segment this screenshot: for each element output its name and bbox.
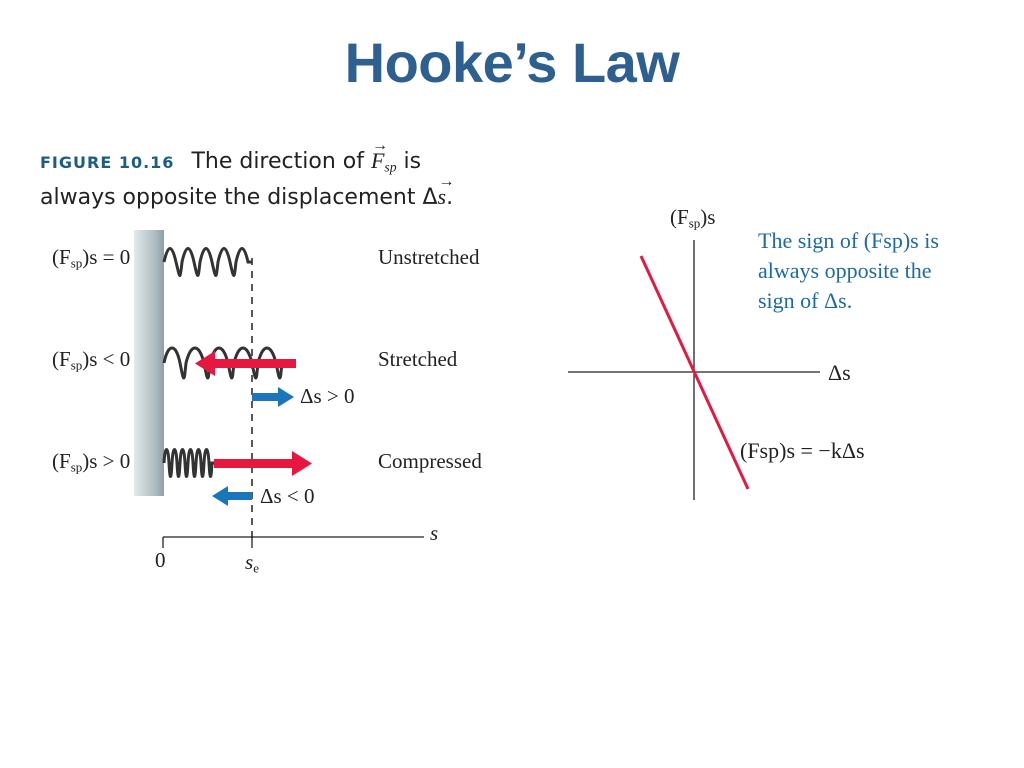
state-unstretched: Unstretched [378,245,480,269]
cond-sub: sp [70,357,83,373]
caption-text-end: . [446,185,454,211]
condition-stretched: (Fsp)s < 0 [52,347,130,373]
caption-line-1: FIGURE 10.16 The direction of Fsp is [40,131,453,182]
figure-number: FIGURE 10.16 [40,153,175,172]
displacement-negative-label: Δs < 0 [260,484,315,508]
note-line-3: sign of Δs. [758,288,853,313]
caption-force-sub: sp [384,159,397,175]
displacement-arrow-right [252,387,294,407]
note-line-2: always opposite the [758,258,932,283]
caption-text-a: The direction of [191,149,364,174]
s-axis-label: s [430,521,439,545]
cond-rhs: )s < 0 [82,347,131,371]
graph-x-label: Δs [828,360,851,385]
force-arrow-right [214,451,312,476]
y-sub: sp [688,215,701,231]
cond-lhs: (F [52,347,71,371]
graph-force-line [639,255,750,490]
caption-displacement-symbol: s [438,167,454,212]
displacement-arrow-left [212,486,252,506]
graph-note: The sign of (Fsp)s is always opposite th… [758,226,939,316]
spring-unstretched [162,247,252,277]
condition-unstretched: (Fsp)s = 0 [52,245,130,271]
cond-lhs: (F [52,449,71,473]
caption-force-symbol: Fsp [371,131,397,176]
cond-sub: sp [70,255,83,271]
force-arrow-left [195,351,296,376]
wall [134,230,164,496]
displacement-positive-label: Δs > 0 [300,384,355,408]
graph-line-label: (Fsp)s = −kΔs [740,438,865,463]
note-line-1: The sign of (Fsp)s is [758,228,939,253]
eq-sub: e [253,560,259,576]
y-b: )s [700,205,716,229]
cond-lhs: (F [52,245,71,269]
s-axis-equilibrium: se [245,550,259,576]
cond-rhs: )s = 0 [82,245,131,269]
slide-title: Hooke’s Law [344,31,680,94]
eq-s: s [245,550,254,574]
spring-compressed [162,448,214,478]
y-a: (F [670,205,689,229]
cond-sub: sp [70,459,83,475]
caption-text-c: always opposite the displacement Δ [40,185,438,211]
state-compressed: Compressed [378,449,482,473]
s-axis-origin: 0 [155,548,166,572]
figure-caption: FIGURE 10.16 The direction of Fsp is alw… [40,131,454,213]
graph-y-label: (Fsp)s [670,205,715,231]
s-axis [162,536,424,548]
cond-rhs: )s > 0 [82,449,131,473]
caption-force-letter: F [371,131,389,176]
condition-compressed: (Fsp)s > 0 [52,449,130,475]
caption-line-2: always opposite the displacement Δs. [40,167,454,213]
state-stretched: Stretched [378,347,458,371]
caption-text-b: is [403,149,422,174]
